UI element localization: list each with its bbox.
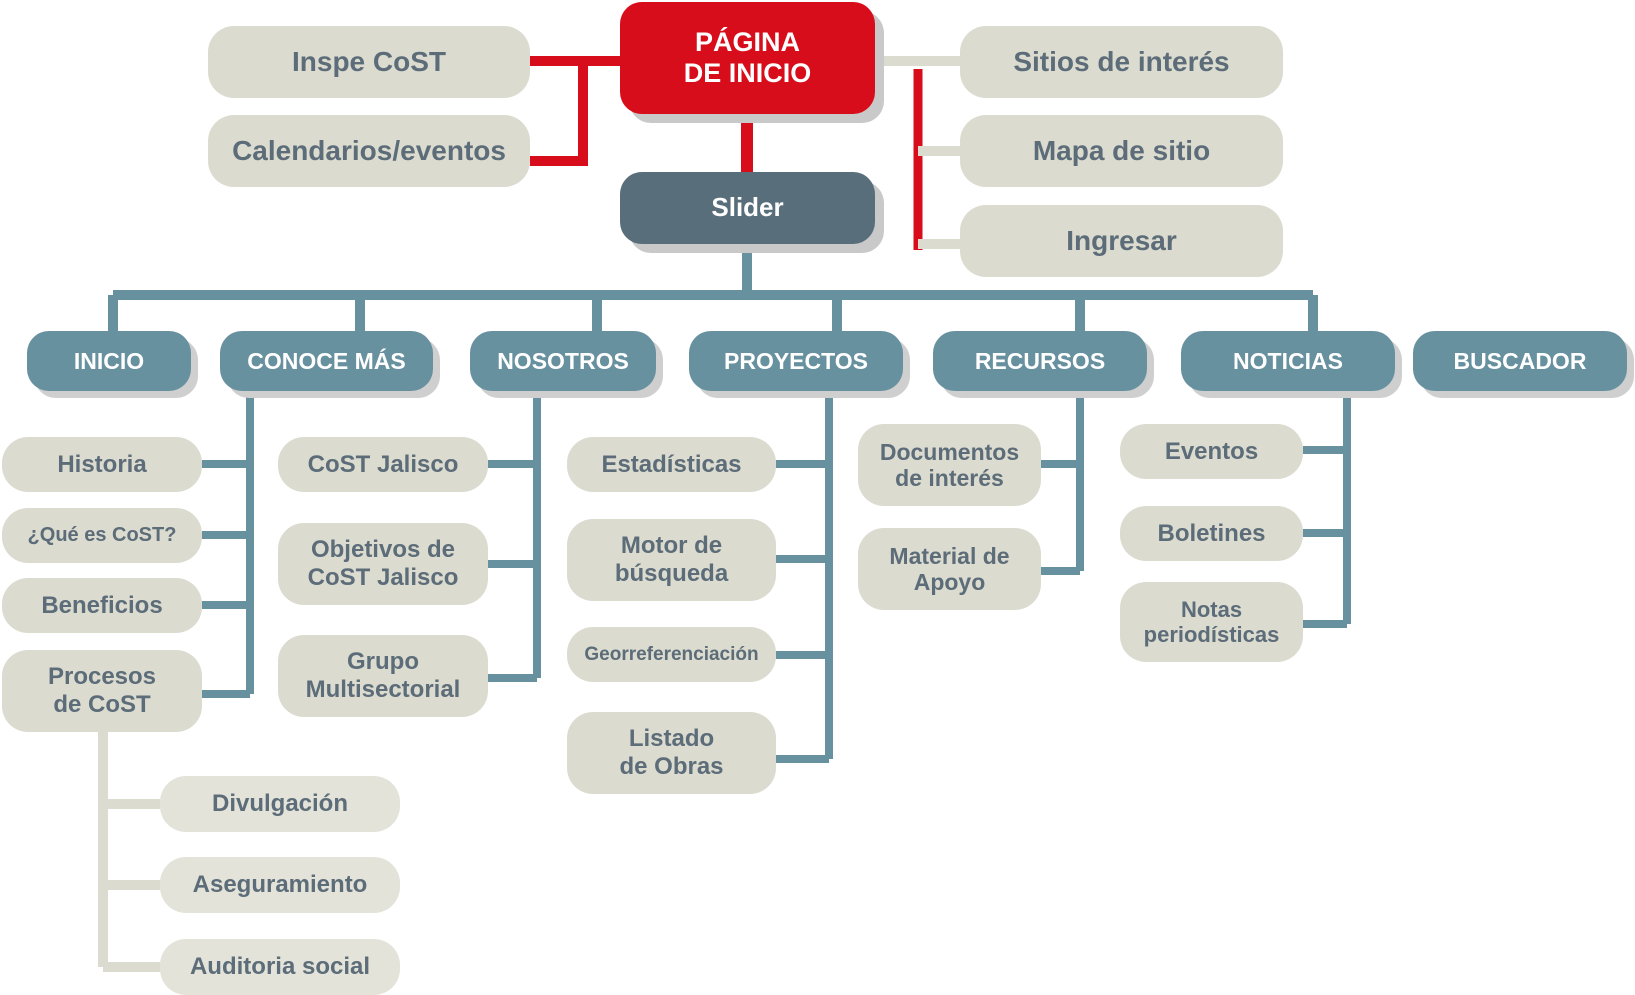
inspe-cost-label: Inspe CoST — [291, 45, 446, 77]
auditoria-social-label: Auditoria social — [189, 953, 371, 981]
divulgacion-label: Divulgación — [211, 790, 349, 818]
documentos-de-interes-label: Documentos de interés — [879, 438, 1020, 491]
aseguramiento-node[interactable]: Aseguramiento — [160, 857, 400, 913]
boletines-node[interactable]: Boletines — [1120, 506, 1303, 561]
nav-noticias[interactable]: NOTICIAS — [1181, 331, 1395, 391]
beneficios-node[interactable]: Beneficios — [2, 578, 202, 633]
eventos-label: Eventos — [1164, 437, 1259, 465]
slider-node[interactable]: Slider — [620, 172, 875, 244]
divulgacion-node[interactable]: Divulgación — [160, 776, 400, 832]
beneficios-label: Beneficios — [41, 591, 163, 619]
documentos-de-interes-node[interactable]: Documentos de interés — [858, 424, 1041, 506]
material-de-apoyo-node[interactable]: Material de Apoyo — [858, 528, 1041, 610]
que-es-cost-node[interactable]: ¿Qué es CoST? — [2, 508, 202, 563]
nav-inicio-label: INICIO — [73, 347, 145, 374]
mapa-de-sitio-node[interactable]: Mapa de sitio — [960, 115, 1283, 187]
inspe-cost-node[interactable]: Inspe CoST — [208, 26, 530, 98]
sitios-de-interes-node[interactable]: Sitios de interés — [960, 26, 1283, 98]
estadisticas-label: Estadísticas — [601, 450, 742, 478]
nav-nosotros-label: NOSOTROS — [497, 347, 629, 374]
nav-inicio[interactable]: INICIO — [27, 331, 191, 391]
listado-de-obras-node[interactable]: Listado de Obras — [567, 712, 776, 794]
motor-de-busqueda-node[interactable]: Motor de búsqueda — [567, 519, 776, 601]
ingresar-node[interactable]: Ingresar — [960, 205, 1283, 277]
home-node[interactable]: PÁGINA DE INICIO — [620, 2, 875, 114]
cost-jalisco-node[interactable]: CoST Jalisco — [278, 437, 488, 492]
nav-noticias-label: NOTICIAS — [1233, 347, 1343, 374]
boletines-label: Boletines — [1157, 519, 1266, 547]
historia-node[interactable]: Historia — [2, 437, 202, 492]
nav-proyectos[interactable]: PROYECTOS — [689, 331, 903, 391]
nav-conoce-mas[interactable]: CONOCE MÁS — [220, 331, 433, 391]
nav-nosotros[interactable]: NOSOTROS — [470, 331, 656, 391]
georreferenciacion-node[interactable]: Georreferenciación — [567, 627, 776, 682]
notas-periodisticas-node[interactable]: Notas periodísticas — [1120, 582, 1303, 662]
mapa-de-sitio-label: Mapa de sitio — [1032, 134, 1211, 166]
que-es-cost-label: ¿Qué es CoST? — [27, 524, 177, 546]
home-label: PÁGINA DE INICIO — [683, 26, 812, 88]
procesos-de-cost-node[interactable]: Procesos de CoST — [2, 650, 202, 732]
nav-conoce-mas-label: CONOCE MÁS — [247, 347, 406, 374]
georreferenciacion-label: Georreferenciación — [584, 643, 759, 665]
listado-de-obras-label: Listado de Obras — [619, 725, 724, 780]
ingresar-label: Ingresar — [1066, 224, 1177, 256]
objetivos-cost-jalisco-label: Objetivos de CoST Jalisco — [307, 536, 459, 591]
calendarios-eventos-label: Calendarios/eventos — [232, 134, 506, 166]
motor-de-busqueda-label: Motor de búsqueda — [614, 532, 729, 587]
historia-label: Historia — [57, 450, 147, 478]
nav-buscador-label: BUSCADOR — [1453, 347, 1587, 374]
nav-buscador[interactable]: BUSCADOR — [1413, 331, 1627, 391]
grupo-multisectorial-label: Grupo Multisectorial — [305, 648, 461, 703]
grupo-multisectorial-node[interactable]: Grupo Multisectorial — [278, 635, 488, 717]
material-de-apoyo-label: Material de Apoyo — [889, 542, 1010, 595]
nav-recursos-label: RECURSOS — [974, 347, 1106, 374]
slider-label: Slider — [711, 192, 784, 223]
nav-recursos[interactable]: RECURSOS — [933, 331, 1147, 391]
auditoria-social-node[interactable]: Auditoria social — [160, 939, 400, 995]
aseguramiento-label: Aseguramiento — [192, 871, 368, 899]
sitios-de-interes-label: Sitios de interés — [1013, 45, 1230, 77]
calendarios-eventos-node[interactable]: Calendarios/eventos — [208, 115, 530, 187]
cost-jalisco-label: CoST Jalisco — [307, 450, 459, 478]
objetivos-cost-jalisco-node[interactable]: Objetivos de CoST Jalisco — [278, 523, 488, 605]
procesos-de-cost-label: Procesos de CoST — [47, 663, 157, 718]
eventos-node[interactable]: Eventos — [1120, 424, 1303, 479]
notas-periodisticas-label: Notas periodísticas — [1143, 596, 1280, 647]
nav-proyectos-label: PROYECTOS — [724, 347, 868, 374]
estadisticas-node[interactable]: Estadísticas — [567, 437, 776, 492]
